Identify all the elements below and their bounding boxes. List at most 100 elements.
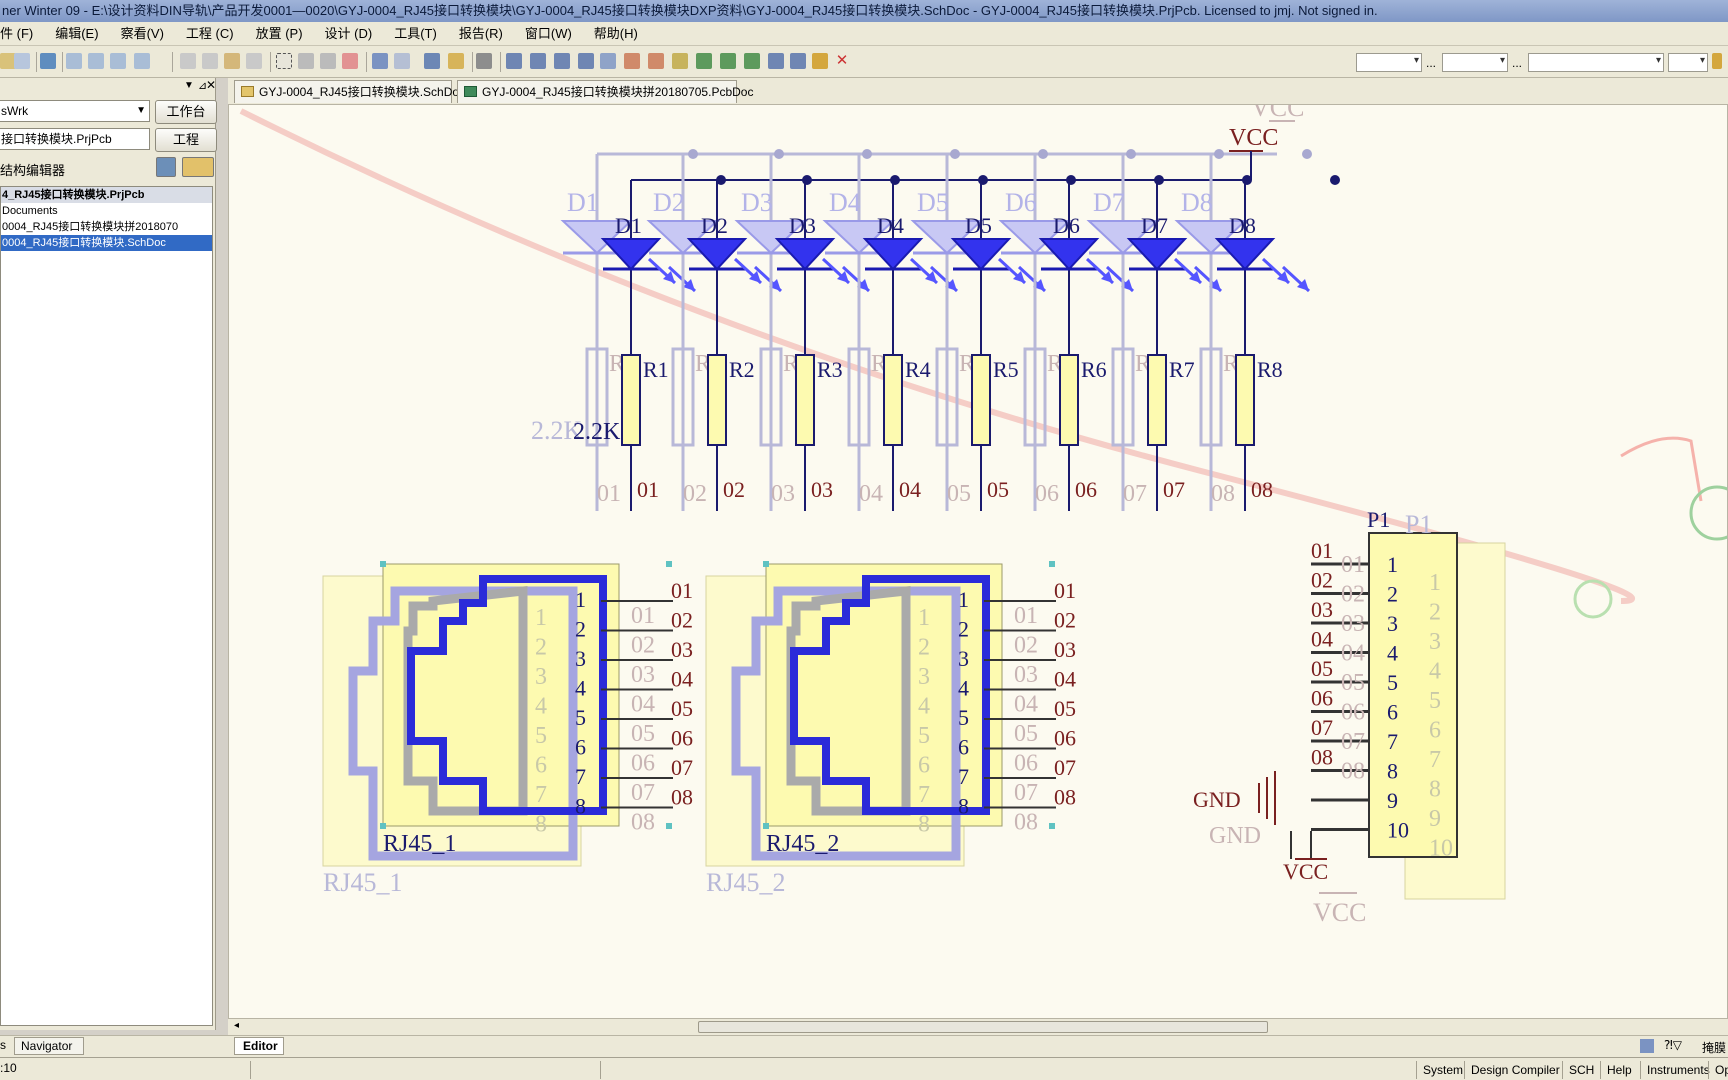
browse-components-icon[interactable] <box>476 53 492 69</box>
status-design-compiler-button[interactable]: Design Compiler <box>1464 1061 1566 1079</box>
net-ghost-label: 05 <box>947 481 971 507</box>
copy-icon[interactable] <box>202 53 218 69</box>
net-ghost-label: 08 <box>1211 481 1235 507</box>
tree-folder-documents[interactable]: Documents <box>2 205 58 217</box>
menu-tools[interactable]: 工具(T) <box>394 25 437 41</box>
cross-probe-icon[interactable] <box>448 53 464 69</box>
rubber-stamp-icon[interactable] <box>246 53 262 69</box>
scroll-left-icon[interactable]: ◂ <box>234 1020 240 1031</box>
bus-icon[interactable] <box>530 53 546 69</box>
bus-entry-icon[interactable] <box>554 53 570 69</box>
structure-view-icon[interactable] <box>156 157 176 177</box>
filter-combo-4[interactable] <box>1668 53 1708 72</box>
layers-icon[interactable] <box>40 53 56 69</box>
place-part-icon[interactable] <box>672 53 688 69</box>
status-help-button[interactable]: Help <box>1600 1061 1638 1079</box>
undo-icon[interactable] <box>372 53 388 69</box>
zoom-menu-icon[interactable] <box>134 53 150 69</box>
status-system-button[interactable]: System <box>1416 1061 1469 1079</box>
rj45-net-label: 04 <box>671 667 693 692</box>
vcc-port-icon[interactable] <box>648 53 664 69</box>
menu-place[interactable]: 放置 (P) <box>255 25 303 41</box>
horizontal-scrollbar[interactable]: ◂ <box>228 1019 1728 1035</box>
clear-filter-icon[interactable] <box>342 53 358 69</box>
header-net-label: 03 <box>1311 597 1333 622</box>
menu-window[interactable]: 窗口(W) <box>524 25 572 41</box>
print-preview-icon[interactable] <box>14 53 30 69</box>
filter-combo-2[interactable] <box>1442 53 1508 72</box>
tree-pcb-doc[interactable]: 0004_RJ45接口转换模块拼2018070 <box>2 221 179 233</box>
status-open-button[interactable]: Op <box>1708 1061 1728 1079</box>
redo-icon[interactable] <box>394 53 410 69</box>
device-sheet-icon[interactable] <box>744 53 760 69</box>
rj45-net-ghost: 06 <box>631 751 655 777</box>
project-button[interactable]: 工程 <box>155 128 217 152</box>
menu-file[interactable]: 件 (F) <box>0 25 34 41</box>
rj45-pin-ghost: 8 <box>535 812 547 838</box>
mask-label[interactable]: 掩膜 <box>1702 1041 1727 1055</box>
led-arrowhead <box>1101 271 1113 283</box>
menu-reports[interactable]: 报告(R) <box>458 25 503 41</box>
header-pin-number: 2 <box>1387 582 1398 607</box>
tab-pcbdoc[interactable]: GYJ-0004_RJ45接口转换模块拼20180705.PcbDoc <box>457 80 753 103</box>
tab-schdoc[interactable]: GYJ-0004_RJ45接口转换模块.SchDoc <box>234 80 465 103</box>
status-sch-button[interactable]: SCH <box>1562 1061 1600 1079</box>
cut-icon[interactable] <box>180 53 196 69</box>
menu-help[interactable]: 帮助(H) <box>593 25 638 41</box>
header-net-ghost: 03 <box>1341 611 1365 637</box>
signal-harness-icon[interactable] <box>578 53 594 69</box>
paste-icon[interactable] <box>224 53 240 69</box>
folder-menu-icon[interactable] <box>182 157 214 177</box>
panel-close-icon[interactable]: ✕ <box>206 78 217 92</box>
deselect-icon[interactable] <box>320 53 336 69</box>
hierarchy-icon[interactable] <box>424 53 440 69</box>
workspace-combo[interactable]: sWrk ▼ <box>0 100 150 122</box>
sheet-entry-icon[interactable] <box>720 53 736 69</box>
port-icon[interactable] <box>790 53 806 69</box>
cancel-x-icon[interactable]: ✕ <box>835 52 849 69</box>
pin-marker-icon[interactable] <box>1712 53 1722 69</box>
scrollbar-thumb[interactable] <box>698 1021 1268 1033</box>
menu-project[interactable]: 工程 (C) <box>185 25 234 41</box>
resistor-ghost <box>1199 347 1223 447</box>
junction <box>1214 149 1224 159</box>
tab-projects[interactable]: s <box>0 1038 6 1052</box>
sheet-symbol-icon[interactable] <box>696 53 712 69</box>
tree-project-item[interactable]: 4_RJ45接口转换模块.PrjPcb <box>1 187 212 203</box>
harness-connector-icon[interactable] <box>768 53 784 69</box>
rj45-pin-ghost: 4 <box>918 694 930 720</box>
header-net-label: 05 <box>1311 656 1333 681</box>
menu-design[interactable]: 设计 (D) <box>324 25 373 41</box>
menu-view[interactable]: 察看(V) <box>120 25 164 41</box>
schematic-canvas[interactable]: VCCVCCD1D1R1R10101D2D2R2R20202D3D3R3R303… <box>228 104 1728 1019</box>
filter-combo-3[interactable] <box>1528 53 1664 72</box>
wire-icon[interactable] <box>506 53 522 69</box>
net-label-icon[interactable] <box>600 53 616 69</box>
gnd-port-icon[interactable] <box>624 53 640 69</box>
tab-editor[interactable]: Editor <box>234 1037 284 1055</box>
tab-navigator[interactable]: Navigator <box>14 1037 84 1055</box>
open-icon[interactable] <box>0 53 16 69</box>
filter-combo-1[interactable] <box>1356 53 1422 72</box>
workspace-button[interactable]: 工作台 <box>155 100 217 124</box>
tree-sch-doc[interactable]: 0004_RJ45接口转换模块.SchDoc <box>1 235 212 251</box>
rj45-outline <box>790 575 990 815</box>
rj45-pin-ghost: 5 <box>918 723 930 749</box>
led-ghost <box>734 220 808 255</box>
led-arrowhead <box>683 279 695 291</box>
move-icon[interactable] <box>298 53 314 69</box>
menu-edit[interactable]: 编辑(E) <box>55 25 99 41</box>
zoom-fit-icon[interactable] <box>66 53 82 69</box>
panel-pin-icon[interactable]: ⊿ <box>198 80 208 92</box>
pencil-icon[interactable] <box>1640 1039 1654 1053</box>
panel-menu-icon[interactable]: ▼ <box>184 80 194 91</box>
select-area-icon[interactable] <box>276 53 292 69</box>
zoom-area-icon[interactable] <box>88 53 104 69</box>
help-filter-icon[interactable]: ⁈▽ <box>1664 1038 1683 1052</box>
project-field[interactable]: 接口转换模块.PrjPcb <box>0 128 150 150</box>
no-erc-icon[interactable] <box>812 53 828 69</box>
status-instruments-button[interactable]: Instruments <box>1640 1061 1716 1079</box>
rj45-outline <box>407 575 607 815</box>
zoom-selected-icon[interactable] <box>110 53 126 69</box>
resistor-ghost <box>671 347 695 447</box>
